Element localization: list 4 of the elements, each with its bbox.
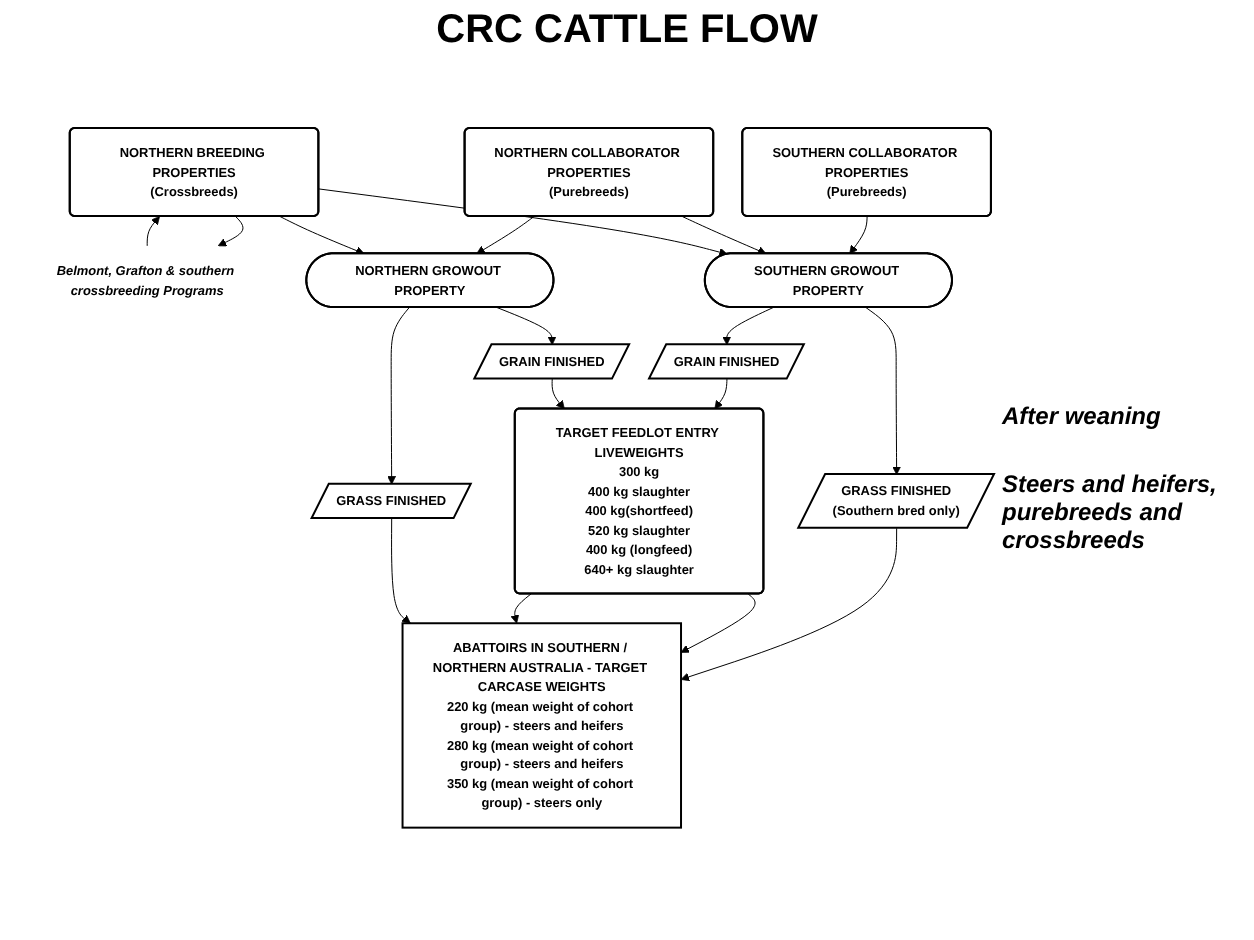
- note-text: After weaning: [1002, 402, 1163, 430]
- note-text: Steers and heifers, purebreeds and crossbreeds: [1002, 470, 1219, 554]
- arrow: [680, 593, 756, 654]
- diagram-title: CRC CATTLE FLOW: [434, 8, 820, 54]
